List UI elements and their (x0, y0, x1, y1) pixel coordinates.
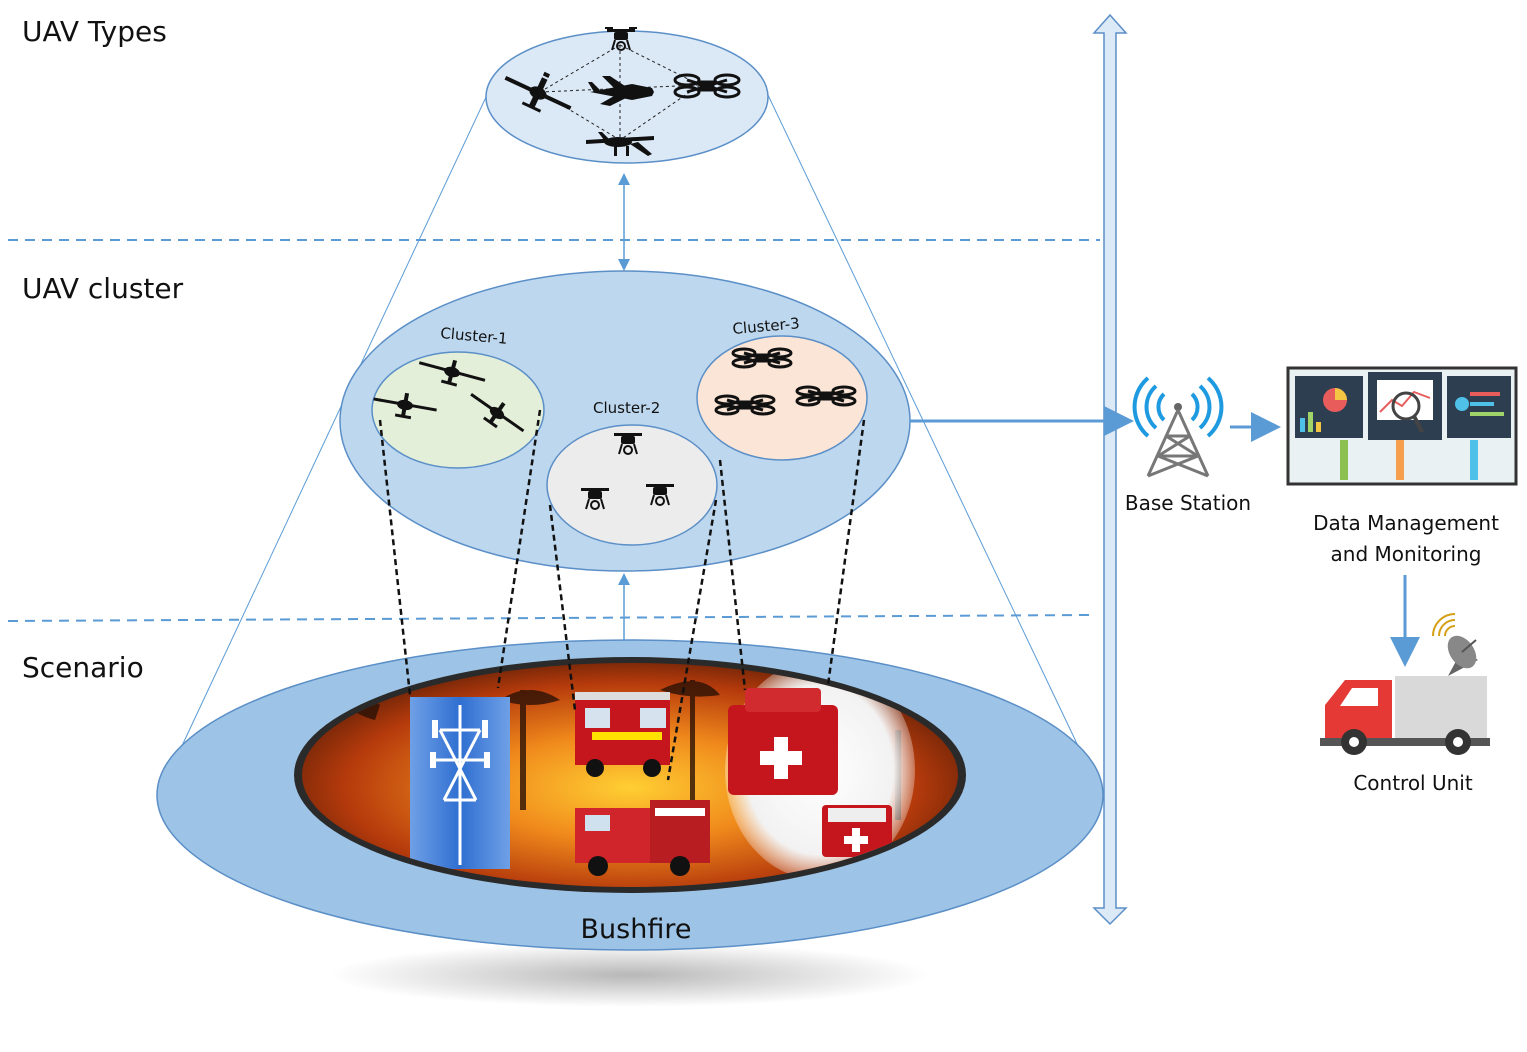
cone-line-left (179, 94, 488, 751)
quadcopter-drone-icon (795, 385, 857, 407)
predator-drone-icon (586, 132, 654, 156)
cell-tower-image (410, 697, 510, 869)
data-management-label: Data Management and Monitoring (1290, 508, 1522, 570)
layer-label-scenario: Scenario (22, 651, 144, 684)
cluster-2-label: Cluster-2 (593, 399, 660, 417)
first-aid-kit-image (725, 663, 915, 880)
vertical-double-arrow (1092, 13, 1128, 926)
control-unit-truck-icon (1320, 613, 1490, 755)
cluster-1-label: Cluster-1 (440, 324, 509, 348)
quadcopter-drone-icon (714, 394, 776, 416)
cluster-2-circle (546, 424, 718, 546)
data-management-line1: Data Management (1313, 511, 1499, 535)
fixed-wing-drone-icon (504, 71, 572, 113)
ambulance-image (575, 800, 710, 876)
control-unit-label: Control Unit (1353, 771, 1473, 795)
fixed-wing-drone-icon (418, 359, 486, 387)
fixed-wing-drone-icon (470, 393, 525, 433)
fixed-wing-drone-icon (373, 392, 437, 420)
base-station-icon (1132, 376, 1224, 478)
scenario-label: Bushfire (581, 914, 692, 945)
cluster-1-circle (371, 351, 545, 469)
fire-truck-image (575, 692, 670, 777)
hexacopter-drone-icon (581, 488, 609, 510)
quadcopter-drone-icon (731, 347, 793, 369)
data-management-line2: and Monitoring (1330, 542, 1482, 566)
monitoring-screen-icon (1286, 366, 1518, 486)
layer-label-uav-types: UAV Types (22, 15, 167, 48)
hexacopter-drone-icon (646, 484, 674, 506)
base-station-label: Base Station (1124, 491, 1252, 515)
layer-label-uav-cluster: UAV cluster (22, 272, 184, 305)
cluster-3-label: Cluster-3 (732, 314, 801, 338)
layer-separator (7, 614, 1091, 622)
jet-drone-icon (588, 76, 654, 106)
projection-lines (378, 409, 866, 781)
hexacopter-drone-icon (614, 433, 642, 455)
disc-shadow (330, 943, 930, 1007)
hexacopter-drone-icon (605, 27, 637, 51)
quadcopter-drone-icon (673, 73, 741, 99)
bushfire-scene (302, 663, 958, 887)
